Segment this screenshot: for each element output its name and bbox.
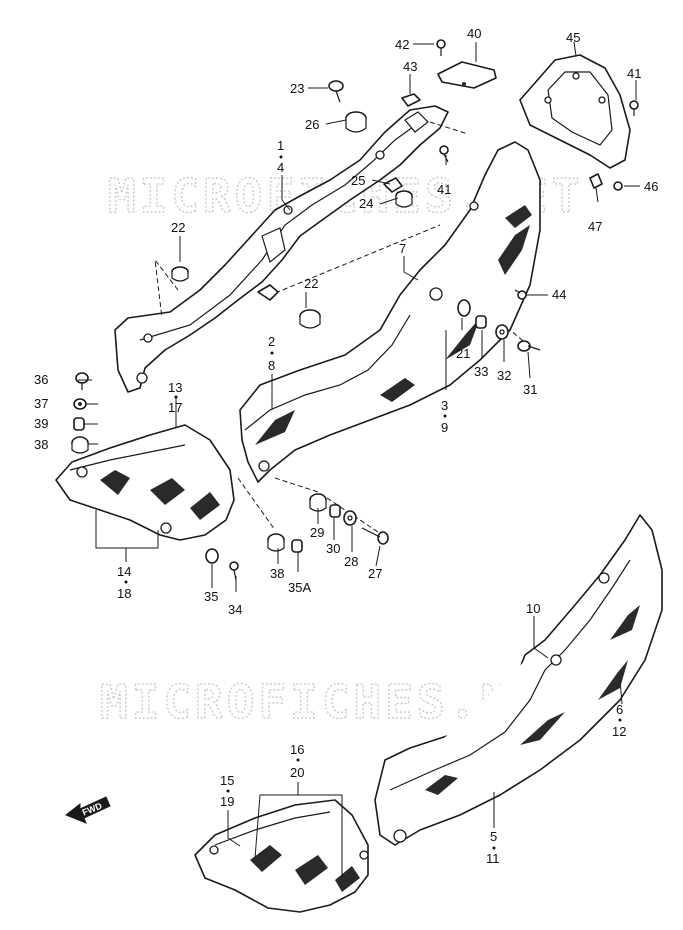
callout-14: 14 (117, 564, 131, 579)
front-cover-part-13 (55, 424, 235, 541)
bolt-27 (361, 527, 389, 545)
callout-20: 20 (290, 765, 304, 780)
grommet-38a (71, 436, 89, 454)
callout-7: 7 (399, 241, 406, 256)
callout-15: 15 (220, 773, 234, 788)
clip-part-25b (383, 177, 403, 193)
bolt-23 (328, 80, 344, 103)
callout-13: 13 (168, 380, 182, 395)
callout-31: 31 (523, 382, 537, 397)
callout-4: 4 (277, 160, 284, 175)
callout-22b: 22 (304, 276, 318, 291)
callout-23: 23 (290, 81, 304, 96)
frame-cover-part-1 (114, 105, 449, 393)
callout-41a: 41 (437, 182, 451, 197)
cushion-26 (345, 111, 367, 133)
callout-36: 36 (34, 372, 48, 387)
guide-line-frame (267, 224, 441, 297)
callout-26: 26 (305, 117, 319, 132)
bolt-36 (75, 372, 89, 390)
screw-42 (436, 39, 446, 56)
callout-3: 3 (441, 398, 448, 413)
callout-43: 43 (403, 59, 417, 74)
damper-21 (457, 299, 471, 317)
callout-40: 40 (467, 26, 481, 41)
washer-28 (343, 510, 357, 526)
fwd-label: FWD (81, 800, 104, 817)
callout-34: 34 (228, 602, 242, 617)
screw-46 (613, 181, 623, 191)
callout-19: 19 (220, 794, 234, 809)
callout-47: 47 (588, 219, 602, 234)
fwd-arrow-icon: FWD (65, 796, 111, 824)
side-cover-part-3 (239, 141, 541, 483)
callout-6: 6 (616, 702, 623, 717)
callout-labels: 1 4 22 22 23 26 25 24 42 40 43 45 41 41 … (34, 26, 658, 866)
callout-33: 33 (474, 364, 488, 379)
lower-side-cover-part-10 (374, 514, 663, 846)
grommet-22a (171, 266, 189, 282)
grommet-22b (299, 309, 321, 329)
callout-42: 42 (395, 37, 409, 52)
callout-44: 44 (552, 287, 566, 302)
collar-30 (329, 504, 341, 518)
callout-9: 9 (441, 420, 448, 435)
washer-32 (495, 324, 509, 340)
callout-32: 32 (497, 368, 511, 383)
washer-37 (73, 398, 87, 410)
callout-5: 5 (490, 829, 497, 844)
bolt-31 (517, 340, 541, 352)
clip-part-25 (257, 284, 279, 301)
collar-35a (291, 539, 303, 553)
callout-18: 18 (117, 586, 131, 601)
guide-line-22a (154, 258, 179, 319)
grommet-38b (267, 533, 285, 552)
callout-25: 25 (351, 173, 365, 188)
callout-46: 46 (644, 179, 658, 194)
screw-41a (439, 145, 449, 163)
screw-34 (229, 561, 239, 581)
callout-8: 8 (268, 358, 275, 373)
callout-1: 1 (277, 138, 284, 153)
leader-lines (78, 41, 640, 878)
callout-27: 27 (368, 566, 382, 581)
callout-17: 17 (168, 400, 182, 415)
guide-line-38b (237, 477, 276, 531)
callout-45: 45 (566, 30, 580, 45)
clip-part-43 (401, 93, 421, 107)
collar-39 (73, 417, 85, 431)
guide-line-41 (429, 121, 469, 135)
callout-24: 24 (359, 196, 373, 211)
callout-37: 37 (34, 396, 48, 411)
callout-12: 12 (612, 724, 626, 739)
screw-41b (629, 100, 639, 116)
callout-30: 30 (326, 541, 340, 556)
callout-29: 29 (310, 525, 324, 540)
callout-41b: 41 (627, 66, 641, 81)
cap-part-40 (437, 61, 497, 89)
grommet-29 (309, 493, 327, 512)
grommet-24 (395, 190, 413, 208)
callout-38a: 38 (34, 437, 48, 452)
callout-28: 28 (344, 554, 358, 569)
callout-10: 10 (526, 601, 540, 616)
callout-11: 11 (486, 851, 500, 866)
damper-35 (205, 548, 219, 564)
rear-handle-part-45 (519, 54, 631, 169)
callout-16: 16 (290, 742, 304, 757)
clip-part-47 (589, 173, 603, 189)
callout-39: 39 (34, 416, 48, 431)
callout-22a: 22 (171, 220, 185, 235)
callout-35: 35 (204, 589, 218, 604)
callout-38b: 38 (270, 566, 284, 581)
callout-2: 2 (268, 334, 275, 349)
callout-21: 21 (456, 346, 470, 361)
callout-35a: 35A (288, 580, 311, 595)
collar-33 (475, 315, 487, 329)
lower-front-cover-part-15 (194, 799, 369, 913)
